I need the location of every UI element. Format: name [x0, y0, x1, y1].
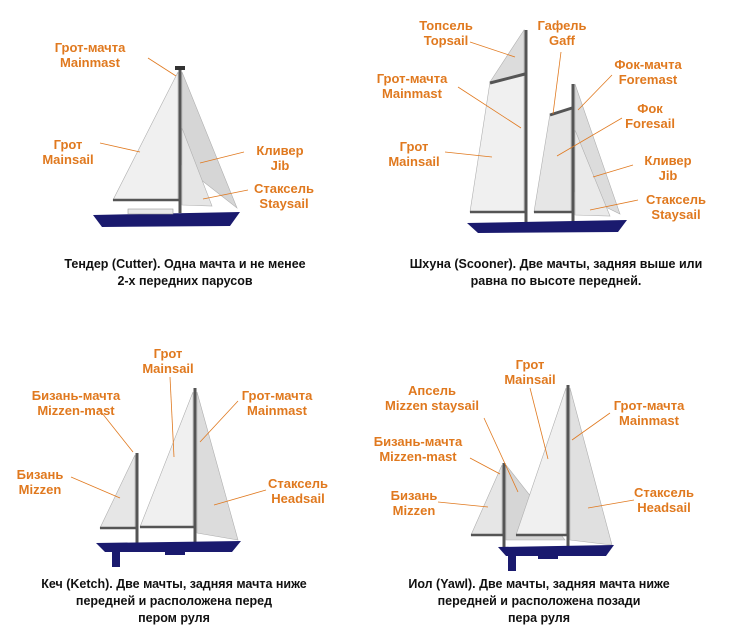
schooner-caption: Шхуна (Scooner). Две мачты, задняя выше … [409, 257, 703, 288]
schooner-pointer-jib [592, 164, 634, 178]
ketch-mainsail [139, 391, 194, 528]
schooner-pointer-topsail [469, 41, 516, 58]
yawl-pointer-mizzen-staysail [483, 417, 519, 493]
ketch-keel [165, 551, 185, 555]
schooner-mainsail [469, 73, 525, 213]
schooner-main-gaff [489, 72, 526, 85]
ketch-headsail [196, 391, 239, 541]
schooner-pointer-gaff [552, 51, 562, 115]
schooner-hull [467, 220, 627, 233]
ketch-hull [96, 541, 241, 552]
schooner-pointer-mainmast [457, 86, 522, 129]
ketch-pointer-mizzenmast [97, 407, 134, 453]
yawl-keel [538, 555, 558, 559]
cutter-pointer-jib [199, 151, 245, 164]
ketch-pointer-mainsail [169, 376, 175, 458]
ketch-rudder [112, 551, 120, 567]
yawl-caption: Иол (Yawl). Две мачты, задняя мачта ниже… [408, 577, 670, 625]
yawl-pointer-mizzen [437, 501, 489, 508]
cutter-pointer-mainmast [147, 57, 177, 77]
ketch-caption: Кеч (Ketch). Две мачты, задняя мачта ниж… [41, 577, 307, 625]
cutter-staysail [181, 127, 213, 207]
schooner-gaff [549, 106, 573, 117]
cutter-pointer-staysail [202, 189, 249, 200]
cutter-hull [93, 212, 240, 227]
yawl-hull [498, 545, 614, 556]
schooner-foresail [533, 107, 572, 213]
yawl-pointer-headsail [587, 499, 635, 509]
yawl-pointer-mainmast [571, 412, 611, 441]
ketch-pointer-mizzen [70, 476, 121, 499]
schooner-pointer-mainsail [444, 151, 493, 158]
yawl-headsail [569, 387, 613, 546]
cutter-deckhouse [127, 208, 174, 215]
yawl-rudder [508, 555, 516, 571]
yawl-mainsail [515, 387, 567, 536]
ketch-pointer-mainmast [199, 400, 239, 443]
cutter-mainsail [112, 71, 179, 201]
cutter-pointer-mainsail [99, 142, 141, 153]
yawl-mizzen [470, 464, 503, 536]
schooner-staysail [574, 129, 611, 217]
schooner-pointer-foresail [556, 117, 623, 157]
schooner-pointer-foremast [577, 74, 613, 111]
ketch-pointer-headsail [213, 489, 267, 506]
yawl-pointer-mizzenmast [469, 457, 501, 475]
schooner-pointer-staysail [589, 199, 639, 211]
cutter-mast-top [175, 66, 185, 70]
yawl-pointer-mainsail [529, 387, 549, 460]
